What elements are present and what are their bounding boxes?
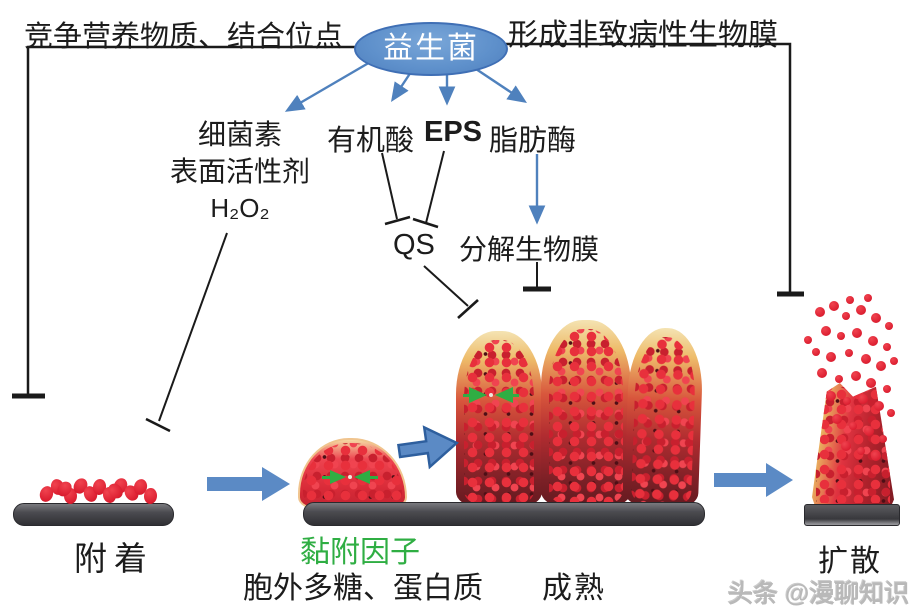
green-arrow-tail: [322, 475, 330, 479]
h2o2-inhibition-line: [145, 232, 228, 433]
hydrogen-peroxide-label: H₂O₂: [210, 193, 270, 223]
dispersal-label: 扩散: [818, 545, 882, 578]
watermark: 头条 @漫聊知识: [728, 580, 910, 608]
green-arrow-tail: [513, 393, 519, 397]
stage-arrow-3: [714, 463, 793, 497]
surface-bar-main: [303, 502, 705, 526]
qs-inhibition-lines: [381, 150, 445, 229]
stage-arrow-2-block: [397, 425, 459, 470]
left-inhibition-bracket: [12, 45, 356, 399]
quorum-sensing-label: QS: [393, 229, 435, 261]
quorum-signal-arrows-large: [463, 387, 519, 403]
tower-cells: [464, 340, 534, 504]
degrade-inhibition: [523, 262, 551, 292]
biofilm-tower-1: [456, 331, 542, 506]
bacteriocin-label: 细菌素: [197, 120, 282, 151]
signal-dot: [489, 393, 493, 397]
antimicrobials-group: 细菌素 表面活性剂 H₂O₂: [140, 117, 340, 225]
organic-acid-label: 有机酸: [327, 125, 415, 157]
stage-arrow-1: [207, 467, 290, 501]
competition-label: 竞争营养物质、结合位点: [24, 21, 344, 53]
eps-label: EPS: [424, 116, 483, 148]
probiotic-ellipse: 益生菌: [354, 22, 508, 76]
eps-protein-label: 胞外多糖、蛋白质: [243, 572, 483, 605]
attachment-label: 附着: [74, 542, 154, 578]
green-left-arrow-icon: [354, 470, 370, 484]
green-right-arrow-icon: [469, 387, 487, 403]
green-arrow-tail: [370, 475, 378, 479]
green-arrow-tail: [463, 393, 469, 397]
nonpathogenic-biofilm-label: 形成非致病性生物膜: [508, 19, 778, 52]
signal-dot: [348, 475, 352, 479]
tower-cells: [549, 329, 623, 504]
surface-bar-dispersal: [804, 504, 900, 526]
green-right-arrow-icon: [330, 470, 346, 484]
biofilm-tower-2: [541, 320, 631, 506]
adhesion-factor-label: 黏附因子: [300, 536, 420, 569]
qs-to-biofilm-inhibition: [423, 265, 479, 319]
degrade-biofilm-label: 分解生物膜: [459, 235, 600, 266]
right-inhibition-bracket: [501, 42, 804, 297]
quorum-signal-arrows-small: [322, 470, 378, 484]
lipase-label: 脂肪酶: [489, 125, 577, 157]
green-left-arrow-icon: [495, 387, 513, 403]
maturation-label: 成熟: [542, 572, 606, 605]
surfactant-label: 表面活性剂: [169, 157, 310, 188]
